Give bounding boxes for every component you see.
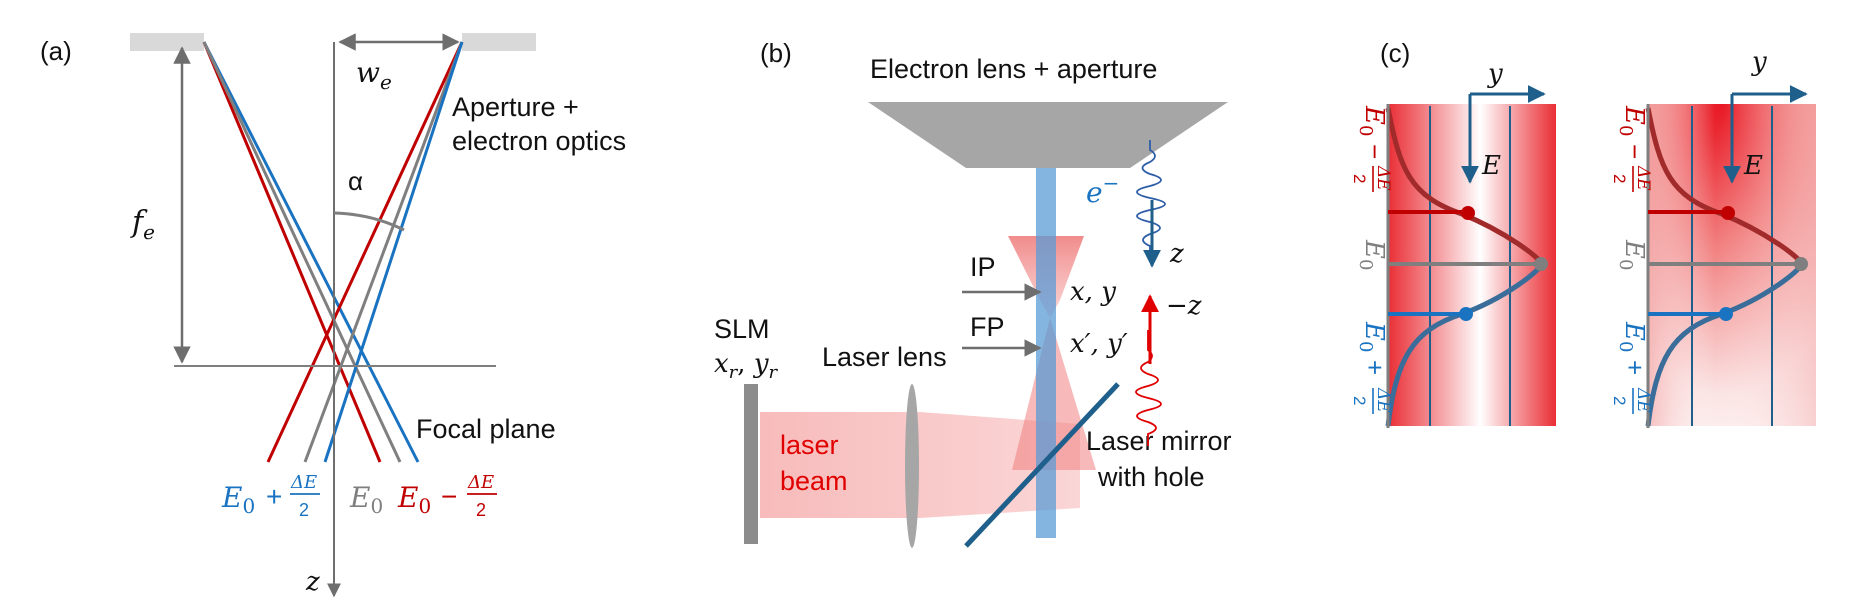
svg-text:−: − (1360, 144, 1390, 159)
ray-red-left (202, 41, 382, 463)
svg-text:ΔE: ΔE (1373, 165, 1393, 191)
c-left-red-dot (1461, 206, 1475, 220)
c-left-blue-dot (1459, 307, 1473, 321)
electron-lens-title: Electron lens + aperture (870, 54, 1157, 84)
svg-text:E0: E0 (397, 481, 431, 518)
svg-text:E0: E0 (349, 481, 383, 518)
c-right-y-label: y (1751, 47, 1767, 77)
mirror-label-2: with hole (1097, 462, 1205, 492)
svg-text:+: + (1620, 360, 1650, 375)
svg-text:+: + (1360, 360, 1390, 375)
ip-coords: x, y (1070, 277, 1116, 307)
light-wavepacket (1135, 330, 1162, 446)
slm-label: SLM (714, 314, 770, 344)
ip-label: IP (970, 252, 996, 282)
c-right-e-label: E (1743, 151, 1763, 181)
laser-beam (760, 412, 1080, 518)
c-right-label-e0: E0 (1615, 239, 1649, 270)
ray-red-right (266, 41, 464, 463)
c-right-label-minus: E0 − ΔE 2 (1610, 105, 1653, 192)
laser-lens (905, 384, 919, 548)
mirror-label-1: Laser mirror (1086, 426, 1232, 456)
laser-lens-label: Laser lens (822, 342, 947, 372)
c-left-gray-dot (1534, 257, 1548, 271)
panel-c: (c) y E E0 − ΔE 2 E0 E0 (1350, 38, 1816, 428)
laser-mirror (964, 382, 1120, 548)
c-right-blue-dot (1719, 307, 1733, 321)
svg-text:+: + (266, 481, 282, 512)
svg-text:E0: E0 (1355, 105, 1389, 136)
svg-text:E0: E0 (1615, 321, 1649, 352)
label-e0-minus: E0 − ΔE 2 (397, 472, 497, 520)
fp-coords: x′, y′ (1070, 329, 1128, 359)
slm-plate (744, 384, 758, 544)
axis-z-label: z (305, 567, 320, 597)
c-right-red-dot (1721, 206, 1735, 220)
c-left-e-label: E (1481, 151, 1501, 181)
c-left-label-e0: E0 (1355, 239, 1389, 270)
ray-blue-right (323, 41, 464, 463)
svg-text:2: 2 (476, 500, 486, 520)
svg-text:−: − (441, 481, 457, 512)
panel-a: (a) z fe we α Aperture + electron optics… (40, 33, 626, 598)
aperture-label-line1: Aperture + (452, 92, 579, 122)
light-minus-z-label: −z (1166, 291, 1202, 321)
c-left-label-minus: E0 − ΔE 2 (1350, 105, 1393, 192)
svg-text:2: 2 (1610, 174, 1629, 183)
focal-plane-label: Focal plane (416, 414, 556, 444)
label-e0: E0 (349, 481, 383, 518)
svg-text:−: − (1620, 144, 1650, 159)
svg-text:ΔE: ΔE (1633, 165, 1653, 191)
label-e0-plus: E0 + ΔE 2 (221, 472, 320, 520)
panel-c-label: (c) (1380, 38, 1410, 68)
ray-gray-right (303, 41, 464, 463)
electron-beam (1036, 168, 1056, 538)
electron-wavepacket (1136, 140, 1166, 252)
panel-b: (b) Electron lens + aperture SLM xr, yr … (714, 38, 1232, 548)
svg-text:ΔE: ΔE (290, 472, 317, 493)
electron-lens (868, 102, 1228, 168)
we-label: we (356, 56, 392, 94)
fp-label: FP (970, 312, 1005, 342)
svg-text:E0: E0 (1615, 239, 1649, 270)
svg-text:E0: E0 (1355, 321, 1389, 352)
svg-text:2: 2 (1350, 174, 1369, 183)
c-left-y-label: y (1487, 59, 1503, 89)
panel-b-label: (b) (760, 38, 792, 68)
ray-blue-left (202, 41, 420, 463)
svg-text:E0: E0 (221, 481, 255, 518)
slm-coords: xr, yr (714, 349, 779, 383)
laser-beam-label-1: laser (780, 430, 839, 460)
panel-a-label: (a) (40, 36, 72, 66)
c-right-gray-dot (1794, 257, 1808, 271)
c-left-label-plus: E0 + ΔE 2 (1350, 321, 1393, 414)
electron-z-label: z (1169, 239, 1184, 269)
c-right-label-plus: E0 + ΔE 2 (1610, 321, 1653, 414)
fe-label: fe (130, 205, 155, 244)
laser-beam-label-2: beam (780, 466, 848, 496)
electron-label: e− (1086, 171, 1119, 209)
svg-text:2: 2 (299, 500, 309, 520)
svg-text:E0: E0 (1355, 239, 1389, 270)
aperture-plate-right (462, 33, 536, 51)
aperture-plate-left (130, 33, 204, 51)
svg-text:2: 2 (1610, 396, 1629, 405)
aperture-label-line2: electron optics (452, 126, 626, 156)
svg-text:ΔE: ΔE (1633, 387, 1653, 413)
ray-gray-left (202, 41, 402, 463)
svg-text:E0: E0 (1615, 105, 1649, 136)
svg-text:2: 2 (1350, 396, 1369, 405)
alpha-arc (333, 211, 405, 232)
svg-text:ΔE: ΔE (1373, 387, 1393, 413)
alpha-label: α (348, 166, 363, 196)
svg-text:ΔE: ΔE (467, 472, 494, 493)
